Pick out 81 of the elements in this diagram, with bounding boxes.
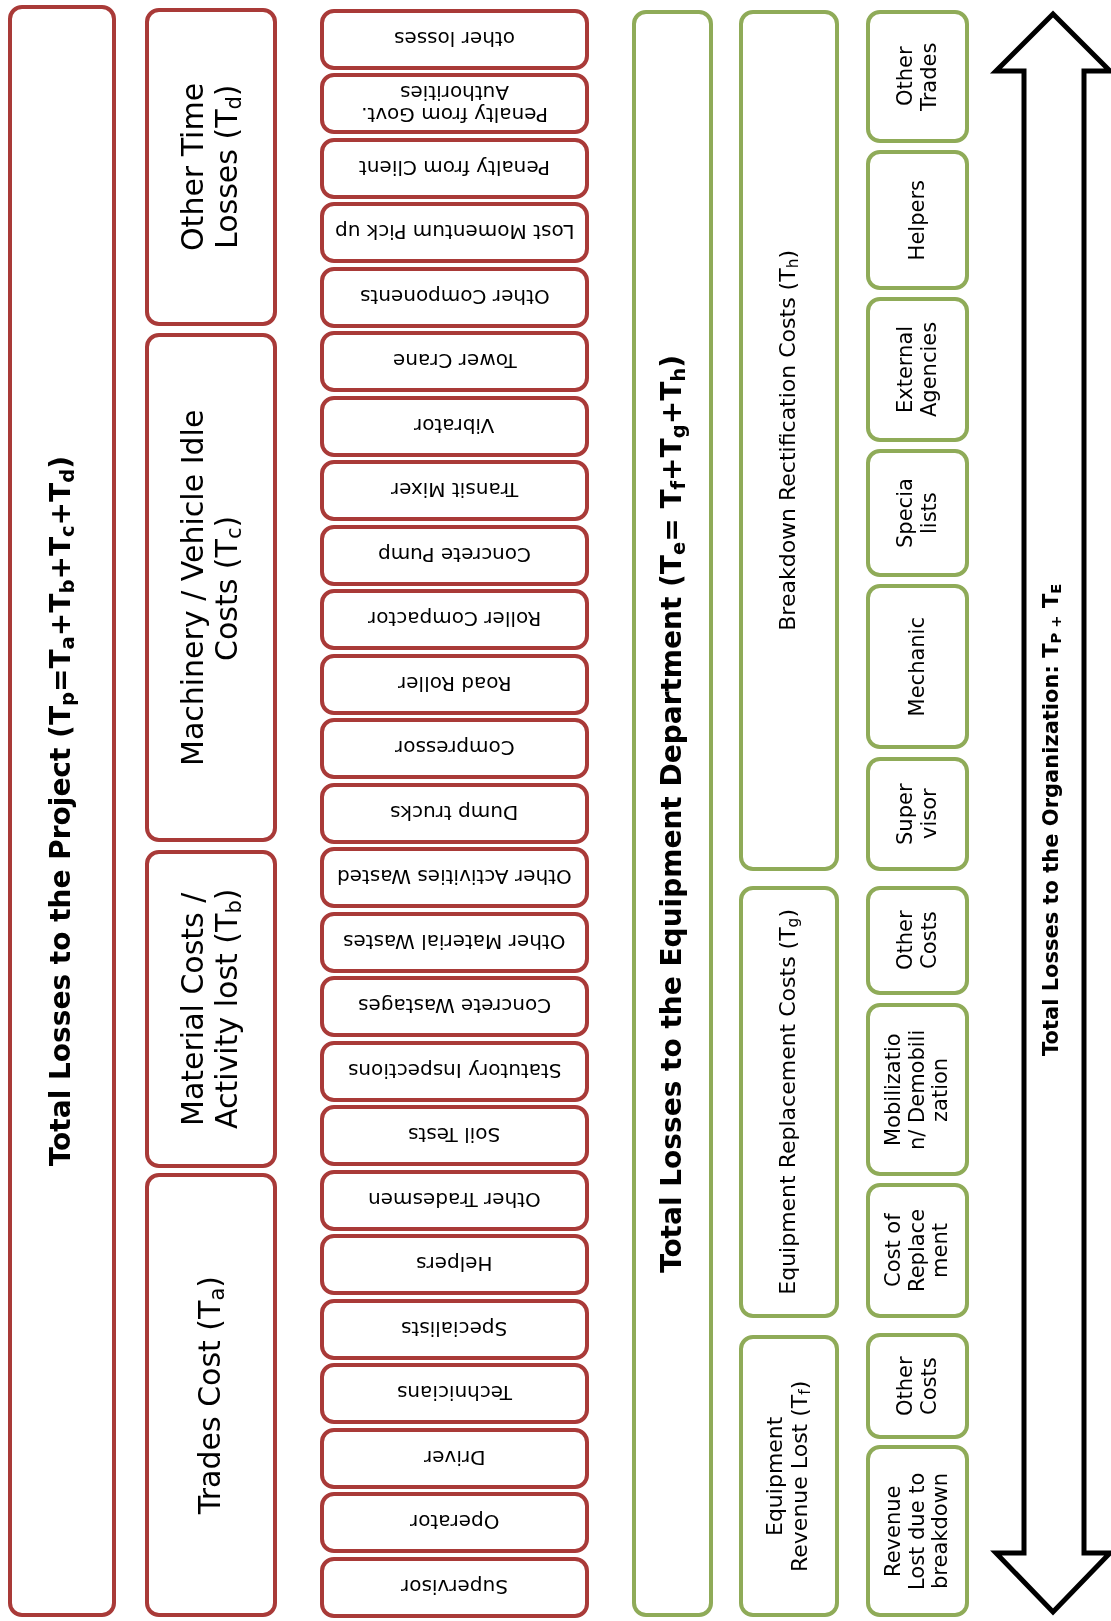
box-label: other losses <box>394 28 515 51</box>
item-box <box>320 783 589 844</box>
box-label: Specia lists <box>894 477 941 550</box>
category-box <box>739 1335 839 1617</box>
item-box <box>866 1445 969 1617</box>
box-label: Vibrator <box>414 415 495 438</box>
box-label: Supervisor <box>401 1576 508 1599</box>
item-box <box>320 912 589 973</box>
item-box <box>320 1557 589 1618</box>
item-box <box>320 396 589 457</box>
box-label: Super visor <box>894 782 941 847</box>
box-label: Concrete Wastages <box>357 995 552 1018</box>
box-label: Penalty from Govt. Authorities <box>360 81 549 126</box>
box-label: Soil Tests <box>408 1124 501 1147</box>
item-box <box>320 9 589 70</box>
item-box <box>866 1183 969 1318</box>
box-label: Tower Crane <box>392 350 517 373</box>
category-box <box>739 10 839 871</box>
box-label: Mechanic <box>905 616 930 717</box>
item-box <box>320 1105 589 1166</box>
item-box <box>320 1492 589 1553</box>
item-box <box>320 1428 589 1489</box>
title-box <box>8 5 116 1617</box>
box-label: Operator <box>409 1511 500 1534</box>
item-box <box>320 267 589 328</box>
box-label: Roller Compactor <box>367 608 542 631</box>
box-label: Helpers <box>905 179 930 261</box>
item-box <box>320 1299 589 1360</box>
box-label: Helpers <box>416 1253 493 1276</box>
box-label: Other Costs <box>894 909 941 973</box>
category-box <box>145 8 277 326</box>
item-box <box>866 584 969 749</box>
item-box <box>866 297 969 442</box>
item-box <box>866 150 969 290</box>
category-box <box>145 1173 277 1617</box>
item-box <box>866 1003 969 1176</box>
item-box <box>320 1363 589 1424</box>
box-label: Transit Mixer <box>390 479 519 502</box>
title-box <box>632 10 713 1617</box>
category-box <box>145 850 277 1168</box>
box-label: Dump trucks <box>390 802 519 825</box>
box-label: Other Tradesmen <box>368 1189 541 1212</box>
item-box <box>866 886 969 995</box>
item-box <box>320 654 589 715</box>
box-label: External Agencies <box>894 320 941 420</box>
box-label: Other Material Wastes <box>343 931 566 954</box>
category-box <box>739 886 839 1318</box>
box-label: Lost Momentum Pick up <box>334 221 575 244</box>
item-box <box>320 331 589 392</box>
box-label: Technicians <box>397 1382 512 1405</box>
item-box <box>320 202 589 263</box>
item-box <box>320 525 589 586</box>
item-box <box>866 10 969 143</box>
item-box <box>320 589 589 650</box>
box-label: Other Activities Wasted <box>337 866 572 889</box>
item-box <box>320 847 589 908</box>
box-label: Other Costs <box>894 1355 941 1418</box>
item-box <box>320 1170 589 1231</box>
box-label: Other Components <box>359 286 550 309</box>
item-box <box>866 1333 969 1439</box>
item-box <box>320 718 589 779</box>
box-label: Statutory Inspections <box>347 1060 562 1083</box>
item-box <box>320 1234 589 1295</box>
item-box <box>320 138 589 199</box>
box-label: Concrete Pump <box>378 544 531 567</box>
box-label: Road Roller <box>397 673 512 696</box>
box-label: Mobilizatio n/ Demobili zation <box>882 1028 953 1152</box>
box-label: Cost of Replace ment <box>882 1207 953 1295</box>
item-box <box>320 73 589 134</box>
item-box <box>320 976 589 1037</box>
category-box <box>145 333 277 842</box>
item-box <box>320 460 589 521</box>
box-label: Revenue Lost due to breakdown <box>882 1471 953 1592</box>
item-box <box>866 757 969 871</box>
box-label: Driver <box>423 1447 486 1470</box>
item-box <box>320 1041 589 1102</box>
box-label: Specialists <box>401 1318 508 1341</box>
item-box <box>866 449 969 577</box>
box-label: Other Trades <box>894 41 941 113</box>
box-label: Compressor <box>394 737 515 760</box>
box-label: Penalty from Client <box>359 157 550 180</box>
